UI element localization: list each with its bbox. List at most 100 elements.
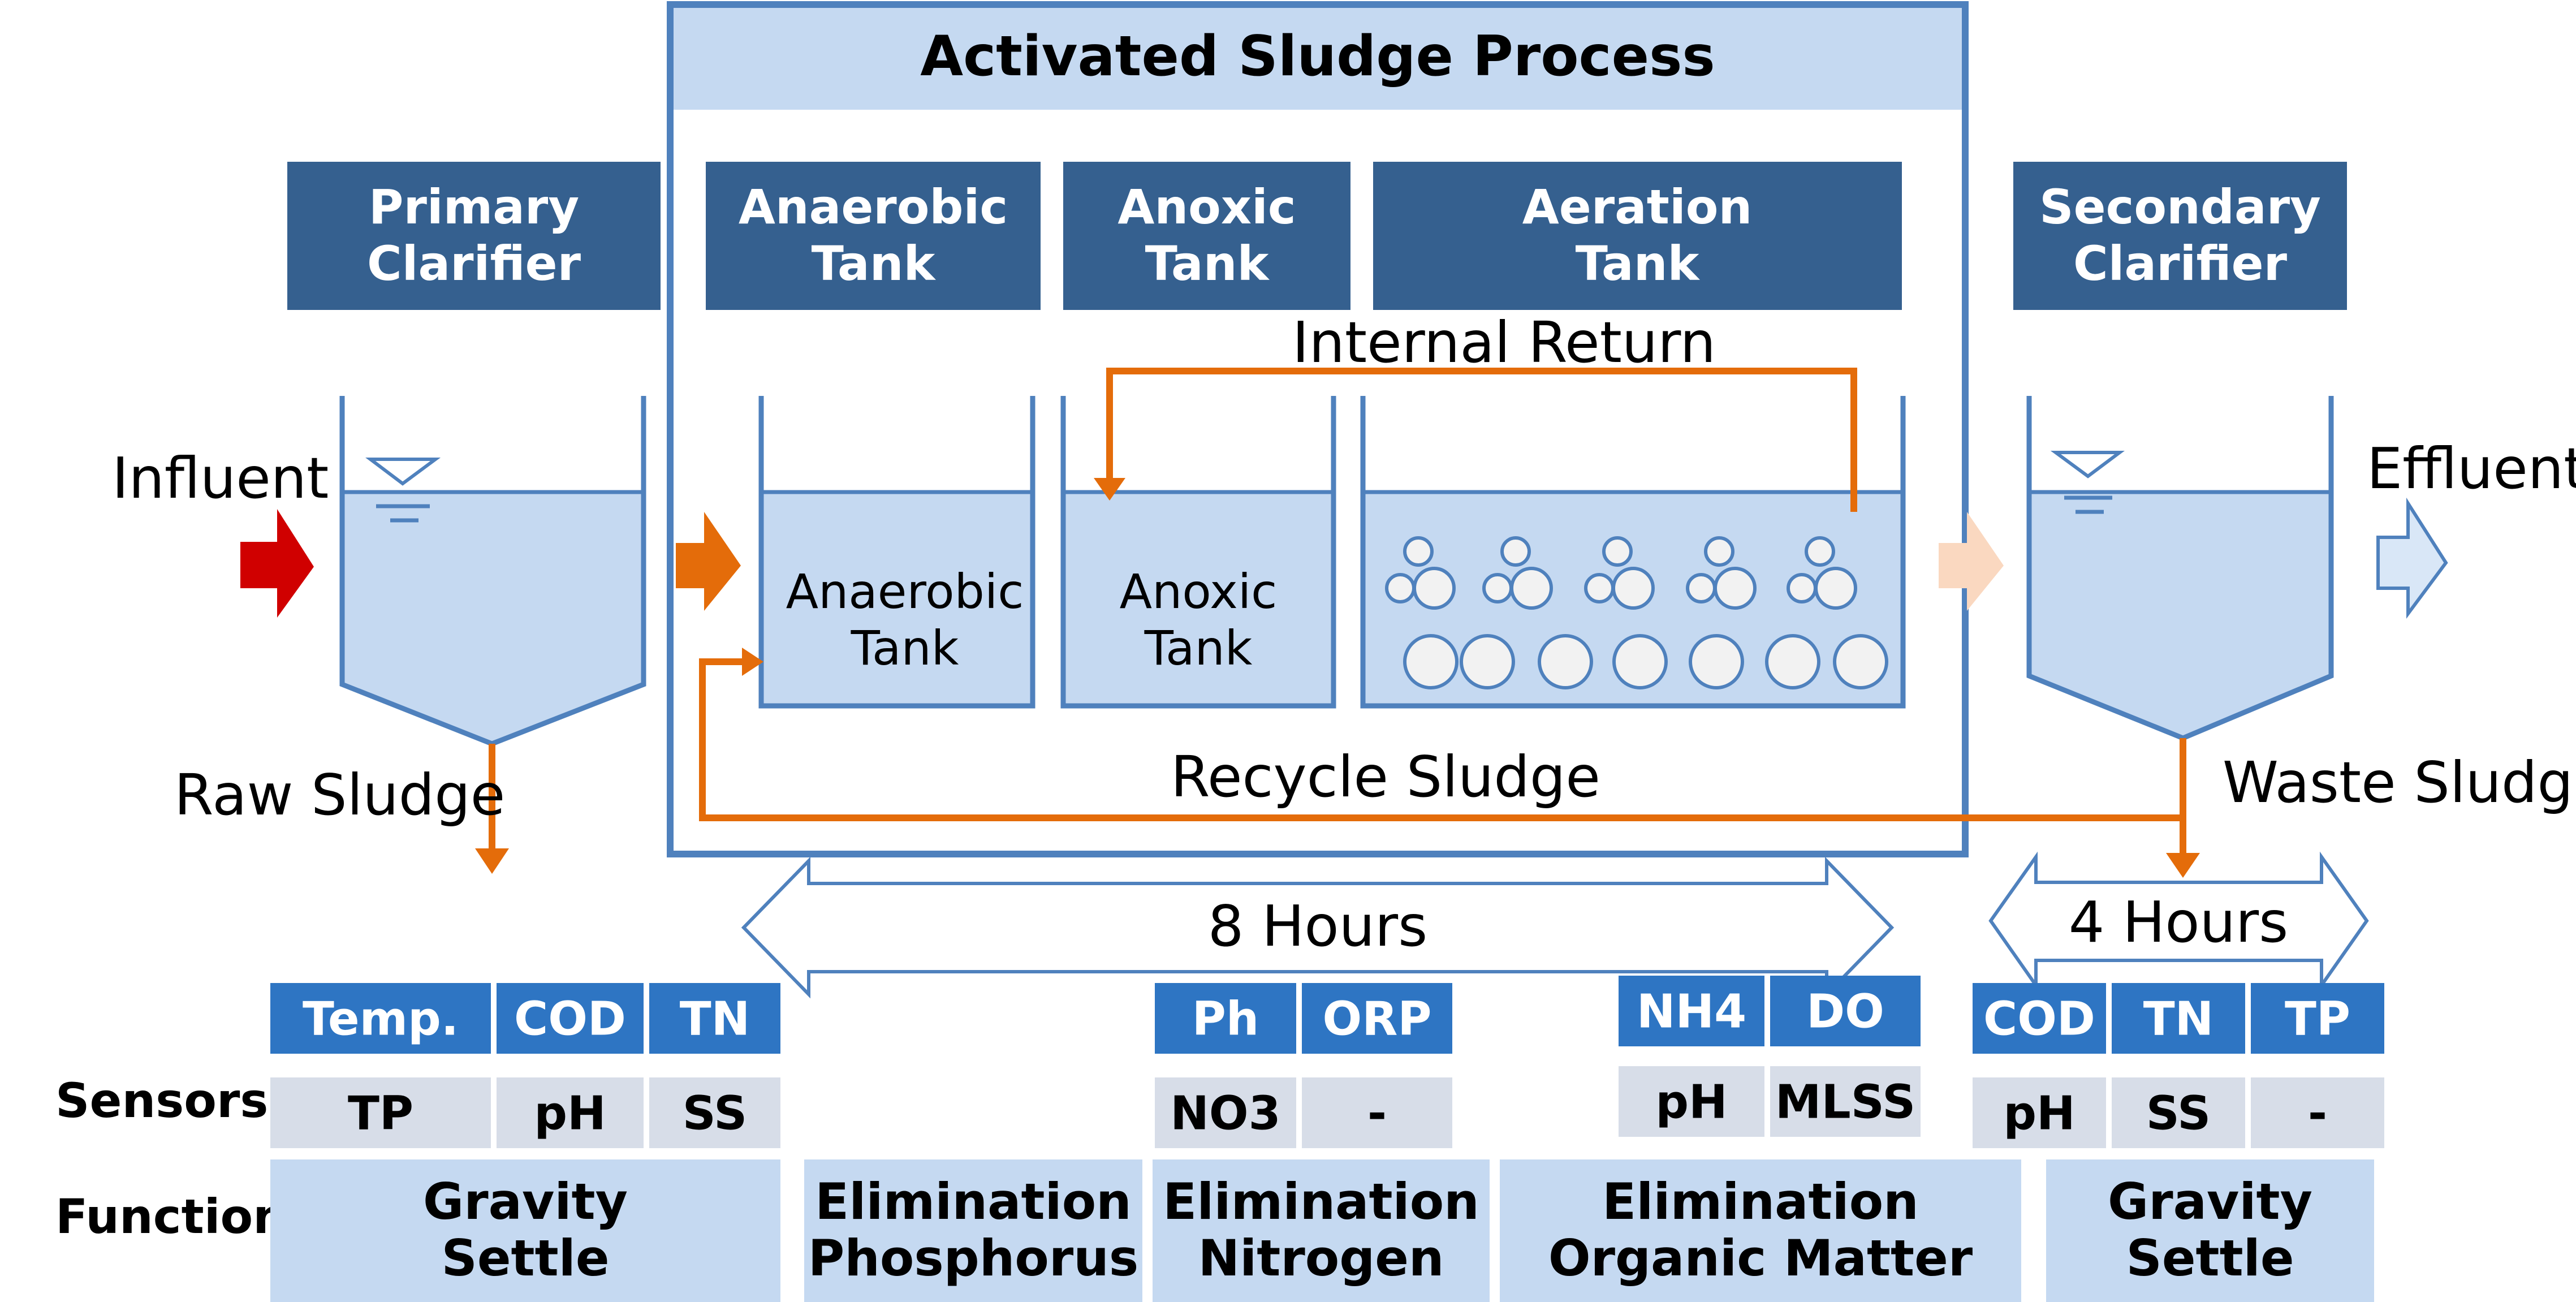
air-bubble-icon — [1385, 573, 1416, 603]
sensor-aeration-value-cell — [1619, 1066, 1764, 1137]
function-nitrogen-line1: Elimination — [1163, 1172, 1479, 1231]
duration-4h: 4 Hours — [1988, 851, 2369, 991]
sensor-aeration-value-cell — [1770, 1066, 1921, 1137]
stage-header-aeration-line1: Aeration — [1522, 179, 1753, 235]
sensor-anoxic-value-cell — [1155, 1077, 1296, 1148]
sensor-secondary-value-cell — [2251, 1077, 2384, 1148]
water-level-icon — [2050, 451, 2125, 478]
function-phosphorus: Elimination Phosphorus — [804, 1159, 1142, 1302]
sensor-anoxic-value-label: NO3 — [1170, 1087, 1280, 1141]
sensor-secondary-value-cell — [1973, 1077, 2106, 1148]
stage-header-primary-line1: Primary — [369, 179, 579, 235]
process-title: Activated Sludge Process — [920, 24, 1715, 89]
stage-header-secondary-line2: Clarifier — [2073, 236, 2288, 291]
sensor-primary-value-cell — [649, 1077, 780, 1148]
function-organic-line1: Elimination — [1602, 1172, 1919, 1231]
sensor-primary-header-label: Temp. — [303, 993, 459, 1046]
aeration-to-secondary-arrow-icon — [1939, 512, 2004, 611]
function-secondary-line1: Gravity — [2108, 1172, 2312, 1231]
sensor-primary-header-cell — [270, 983, 491, 1054]
air-bubble-icon — [1584, 573, 1615, 603]
air-bubble-icon — [1704, 536, 1734, 567]
function-organic-line2: Organic Matter — [1548, 1229, 1973, 1287]
recycle-sludge-arrow-icon — [742, 648, 763, 676]
sensor-secondary-value-cell — [2112, 1077, 2245, 1148]
function-row-label: Function — [55, 1189, 287, 1244]
air-bubble-icon — [1765, 634, 1820, 689]
primary-clarifier — [339, 396, 646, 747]
sensor-secondary-header-label: COD — [1983, 993, 2095, 1046]
sensor-primary-value-label: pH — [534, 1087, 606, 1141]
sensor-anoxic-value-label: - — [1367, 1087, 1387, 1141]
air-bubble-icon — [1787, 573, 1817, 603]
function-secondary-line2: Settle — [2126, 1229, 2294, 1287]
sensor-secondary-value-label: - — [2308, 1087, 2327, 1141]
recycle-sludge-line — [699, 658, 2183, 821]
anaerobic-tank-label-line2: Tank — [851, 620, 959, 676]
air-bubble-icon — [1403, 536, 1434, 567]
duration-8h-label: 8 Hours — [1208, 893, 1427, 959]
activated-sludge-frame: Activated Sludge Process — [667, 1, 1969, 857]
sensor-aeration-header-label: NH4 — [1637, 985, 1746, 1039]
air-bubble-icon — [1460, 634, 1515, 689]
sensor-anoxic-header-cell — [1302, 983, 1452, 1054]
sensor-primary-header-label: COD — [514, 993, 626, 1046]
sensor-aeration-value-label: pH — [1655, 1076, 1727, 1129]
primary-to-anaerobic-arrow-icon — [676, 512, 741, 611]
anaerobic-tank-label-line1: Anaerobic — [786, 564, 1024, 619]
stage-header-anoxic-line1: Anoxic — [1117, 179, 1296, 235]
raw-sludge-arrow-icon — [475, 848, 509, 874]
air-bubble-icon — [1689, 634, 1744, 689]
air-bubble-icon — [1814, 567, 1857, 610]
sensor-primary-value-cell — [497, 1077, 644, 1148]
sensor-secondary-header-label: TN — [2143, 993, 2214, 1046]
stage-header-anaerobic: Anaerobic Tank — [706, 162, 1041, 310]
sensor-anoxic-header-label: Ph — [1192, 993, 1259, 1046]
sensor-anoxic-header-cell — [1155, 983, 1296, 1054]
air-bubble-icon — [1612, 634, 1668, 689]
anaerobic-tank: Anaerobic Tank — [758, 396, 1035, 709]
internal-return-arrow-icon — [1094, 478, 1125, 501]
air-bubble-icon — [1714, 567, 1757, 610]
sensor-primary-value-label: SS — [683, 1087, 747, 1141]
sensor-primary-header-cell — [497, 983, 644, 1054]
internal-return-line — [1106, 368, 1857, 512]
aeration-bubbles — [1385, 536, 1888, 689]
stage-header-primary-line2: Clarifier — [367, 236, 581, 291]
stage-header-anaerobic-line1: Anaerobic — [739, 179, 1008, 235]
air-bubble-icon — [1482, 573, 1513, 603]
function-primary: Gravity Settle — [270, 1159, 780, 1302]
duration-8h: 8 Hours — [741, 856, 1895, 999]
sensor-secondary-header-cell — [2112, 983, 2245, 1054]
sensors-row-label: Sensors — [55, 1073, 268, 1128]
sensor-primary-header-cell — [649, 983, 780, 1054]
function-phosphorus-line2: Phosphorus — [808, 1229, 1139, 1287]
internal-return-label: Internal Return — [1292, 309, 1716, 376]
air-bubble-icon — [1413, 567, 1456, 610]
sensor-primary-header-label: TN — [680, 993, 750, 1046]
sensor-tables: Temp.TPCODpHTNSSPhNO3ORP-NH4pHDOMLSSCODp… — [270, 976, 2384, 1148]
sensor-secondary-header-label: TP — [2285, 993, 2350, 1046]
waste-sludge-label: Waste Sludge — [2223, 749, 2576, 816]
air-bubble-icon — [1500, 536, 1531, 567]
aeration-tank — [1360, 396, 1906, 709]
function-secondary: Gravity Settle — [2046, 1159, 2374, 1302]
air-bubble-icon — [1833, 634, 1888, 689]
waste-sludge-arrow-icon — [2166, 853, 2200, 878]
function-organic: Elimination Organic Matter — [1500, 1159, 2021, 1302]
stage-header-secondary: Secondary Clarifier — [2013, 162, 2347, 310]
sensor-aeration-header-cell — [1619, 976, 1764, 1046]
sensor-secondary-header-cell — [2251, 983, 2384, 1054]
sensor-primary-value-label: TP — [348, 1087, 413, 1141]
anoxic-tank-label-line2: Tank — [1144, 620, 1253, 676]
stage-header-aeration-line2: Tank — [1576, 236, 1701, 291]
stage-header-secondary-line1: Secondary — [2039, 179, 2321, 235]
secondary-clarifier — [2026, 396, 2334, 741]
air-bubble-icon — [1538, 634, 1593, 689]
air-bubble-icon — [1686, 573, 1716, 603]
air-bubble-icon — [1805, 536, 1835, 567]
water-level-icon — [365, 458, 441, 486]
sensor-secondary-value-label: SS — [2146, 1087, 2211, 1141]
sensor-anoxic-header-label: ORP — [1323, 993, 1432, 1046]
